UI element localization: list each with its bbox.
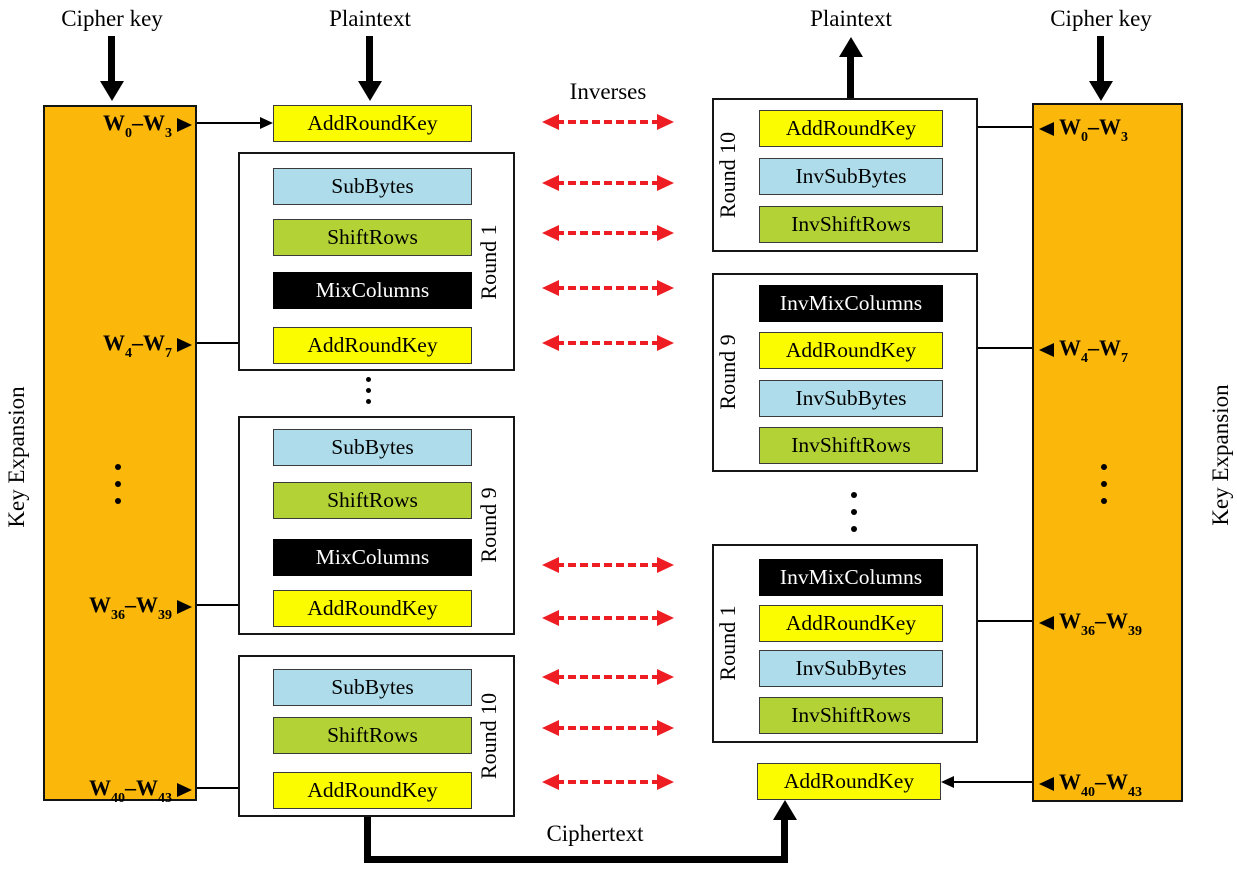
step-addroundkey: AddRoundKey — [759, 605, 943, 642]
decryption-round-10-box: AddRoundKey InvSubBytes InvShiftRows — [712, 98, 978, 252]
step-addroundkey: AddRoundKey — [273, 327, 472, 364]
ellipsis-icon — [366, 374, 371, 407]
step-invshiftrows: InvShiftRows — [759, 427, 943, 464]
key-connector-arrow — [197, 342, 260, 345]
plaintext-arrow-right — [847, 56, 854, 108]
inverses-label: Inverses — [569, 79, 647, 104]
step-shiftrows: ShiftRows — [273, 482, 472, 519]
step-invsubbytes: InvSubBytes — [759, 158, 943, 195]
key-connector-arrow — [954, 347, 1032, 350]
ellipsis-icon — [115, 458, 121, 509]
arrowhead-icon — [177, 782, 192, 797]
key-words-w36-w39-right: W36–W39 — [1039, 605, 1181, 639]
ciphertext-path-segment — [364, 856, 788, 863]
step-addroundkey: AddRoundKey — [759, 332, 943, 369]
step-invshiftrows: InvShiftRows — [759, 206, 943, 243]
key-connector-arrow — [197, 604, 260, 607]
key-connector-arrow — [197, 787, 260, 790]
key-connector-arrow — [954, 781, 1032, 784]
plaintext-label-left: Plaintext — [329, 6, 411, 31]
ciphertext-label: Ciphertext — [546, 821, 644, 846]
inverse-mapping-arrow — [542, 610, 674, 626]
step-addroundkey: AddRoundKey — [273, 772, 472, 809]
step-mixcolumns: MixColumns — [273, 272, 472, 309]
ellipsis-icon — [1101, 458, 1107, 509]
key-connector-arrow — [954, 620, 1032, 623]
key-expansion-label-right: Key Expansion — [1208, 384, 1233, 526]
step-invmixcolumns: InvMixColumns — [759, 285, 943, 322]
step-subbytes: SubBytes — [273, 429, 472, 466]
step-addroundkey-final: AddRoundKey — [757, 763, 941, 800]
step-subbytes: SubBytes — [273, 669, 472, 706]
encryption-round-9-box: SubBytes ShiftRows MixColumns AddRoundKe… — [238, 416, 515, 635]
encryption-round-10-box: SubBytes ShiftRows AddRoundKey — [238, 655, 515, 817]
decryption-round-1-box: InvMixColumns AddRoundKey InvSubBytes In… — [712, 544, 978, 743]
ciphertext-up-arrow — [781, 819, 788, 863]
key-words-w4-w7-right: W4–W7 — [1039, 332, 1181, 366]
arrowhead-icon — [177, 117, 192, 132]
step-invsubbytes: InvSubBytes — [759, 650, 943, 687]
arrowhead-icon — [1039, 121, 1054, 136]
key-expansion-bar-right — [1032, 103, 1183, 802]
ciphertext-path-segment — [364, 817, 371, 863]
round-label: Round 9 — [476, 487, 501, 563]
inverse-mapping-arrow — [542, 175, 674, 191]
inverse-mapping-arrow — [542, 114, 674, 130]
encryption-round-1-box: SubBytes ShiftRows MixColumns AddRoundKe… — [238, 152, 515, 371]
inverse-mapping-arrow — [542, 669, 674, 685]
key-words-w36-w39-left: W36–W39 — [50, 589, 192, 623]
cipher-key-label-left: Cipher key — [61, 6, 163, 31]
step-shiftrows: ShiftRows — [273, 219, 472, 256]
key-words-w40-w43-left: W40–W43 — [50, 772, 192, 806]
inverse-mapping-arrow — [542, 774, 674, 790]
inverse-mapping-arrow — [542, 280, 674, 296]
arrowhead-icon — [1039, 615, 1054, 630]
key-words-w4-w7-left: W4–W7 — [50, 327, 192, 361]
step-addroundkey-initial: AddRoundKey — [273, 105, 472, 142]
key-expansion-bar-left — [43, 105, 197, 801]
key-words-w0-w3-left: W0–W3 — [50, 107, 192, 141]
step-addroundkey: AddRoundKey — [273, 590, 472, 627]
step-subbytes: SubBytes — [273, 168, 472, 205]
cipher-key-arrow-left — [108, 36, 115, 82]
key-words-w40-w43-right: W40–W43 — [1039, 766, 1181, 800]
round-label: Round 10 — [715, 131, 740, 219]
round-label: Round 10 — [476, 692, 501, 780]
round-label: Round 1 — [715, 605, 740, 681]
inverse-mapping-arrow — [542, 720, 674, 736]
arrowhead-icon — [177, 599, 192, 614]
step-shiftrows: ShiftRows — [273, 717, 472, 754]
inverse-mapping-arrow — [542, 225, 674, 241]
arrowhead-icon — [177, 337, 192, 352]
step-invshiftrows: InvShiftRows — [759, 697, 943, 734]
key-words-w0-w3-right: W0–W3 — [1039, 111, 1181, 145]
key-expansion-label-left: Key Expansion — [4, 386, 29, 528]
arrowhead-icon — [1039, 342, 1054, 357]
step-addroundkey: AddRoundKey — [759, 110, 943, 147]
arrowhead-icon — [1039, 776, 1054, 791]
ellipsis-icon — [851, 486, 857, 537]
key-connector-arrow — [954, 126, 1032, 129]
plaintext-arrow-left — [366, 36, 373, 82]
key-connector-arrow — [197, 122, 260, 125]
inverse-mapping-arrow — [542, 557, 674, 573]
plaintext-label-right: Plaintext — [810, 6, 892, 31]
decryption-round-9-box: InvMixColumns AddRoundKey InvSubBytes In… — [712, 273, 978, 472]
step-mixcolumns: MixColumns — [273, 539, 472, 576]
cipher-key-arrow-right — [1097, 36, 1104, 82]
cipher-key-label-right: Cipher key — [1050, 6, 1152, 31]
round-label: Round 9 — [715, 334, 740, 410]
step-invsubbytes: InvSubBytes — [759, 380, 943, 417]
step-invmixcolumns: InvMixColumns — [759, 559, 943, 596]
round-label: Round 1 — [476, 224, 501, 300]
inverse-mapping-arrow — [542, 335, 674, 351]
